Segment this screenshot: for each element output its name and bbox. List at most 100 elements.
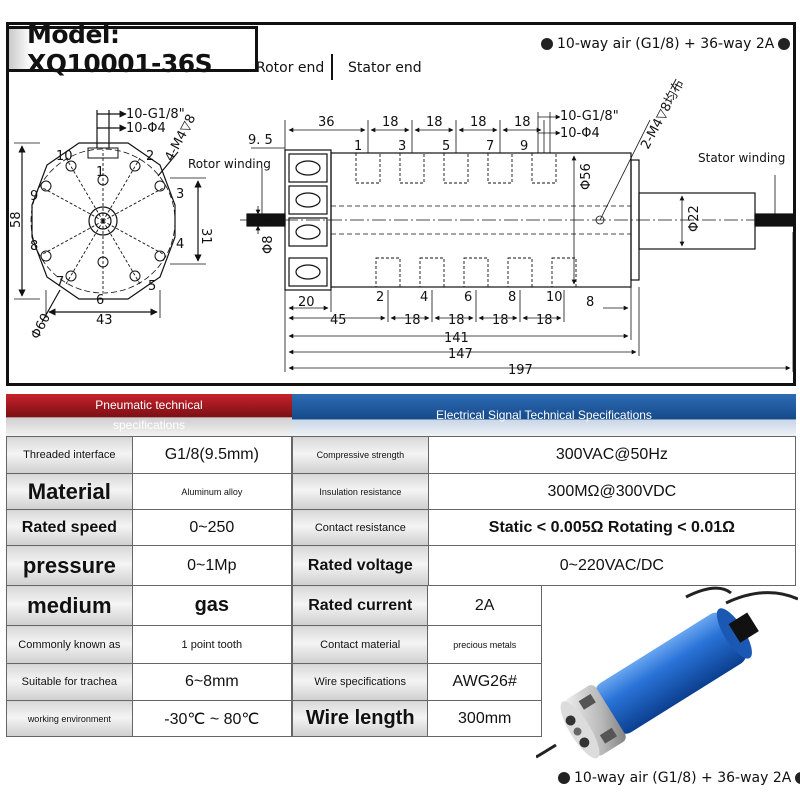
spec-label: working environment: [6, 700, 133, 737]
table-row: Rated voltage 0~220VAC/DC: [292, 545, 797, 586]
table-row: Commonly known as 1 point tooth: [6, 625, 293, 664]
table-row: pressure 0~1Mp: [6, 545, 293, 586]
dim-36: 36: [318, 115, 335, 130]
port-label-1: 1: [96, 165, 104, 180]
spec-label: Wire specifications: [291, 663, 429, 701]
top-pitch-2: 18: [426, 115, 443, 130]
technical-drawing-frame: [6, 22, 796, 386]
spec-value: 1 point tooth: [131, 625, 293, 664]
pneumatic-spec-table: Threaded interface G1/8(9.5mm) Material …: [6, 436, 293, 737]
end-view-bore-label: 10-Φ4: [126, 121, 166, 136]
bottom-pitch-1: 18: [404, 313, 421, 328]
slip-ring-illustration: [535, 586, 799, 759]
port-label-2: 2: [146, 149, 154, 164]
port-label-5: 5: [148, 279, 156, 294]
bullet-icon: [778, 38, 791, 50]
top-port-7: 7: [486, 139, 494, 154]
dim-45: 45: [330, 313, 347, 328]
dim-phi22: Φ22: [687, 205, 702, 232]
model-title: Model: XQ10001-36S: [27, 20, 213, 78]
side-bore-label: 10-Φ4: [560, 126, 600, 141]
table-row: medium gas: [6, 585, 293, 626]
top-port-3: 3: [398, 139, 406, 154]
spec-label: Contact material: [291, 625, 429, 664]
side-thread-label: 10-G1/8": [560, 109, 619, 124]
port-label-7: 7: [56, 275, 64, 290]
dim-43: 43: [96, 313, 113, 328]
config-tag-bottom: 10-way air (G1/8) + 36-way 2A: [558, 770, 800, 786]
dim-20: 20: [298, 295, 315, 310]
table-row: Compressive strength 300VAC@50Hz: [292, 436, 797, 474]
end-view-thread-label: 10-G1/8": [126, 107, 185, 122]
spec-value: 0~220VAC/DC: [427, 545, 797, 586]
dim-58: 58: [9, 211, 24, 228]
stator-end-label: Stator end: [348, 60, 422, 76]
electrical-header: Electrical Signal Technical Specificatio…: [292, 394, 796, 436]
end-view-text: 10-G1/8" 10-Φ4 4-M4▽8 10 2 9 8 3 4 5 6 7…: [9, 107, 213, 342]
spec-value: gas: [131, 585, 293, 626]
bullet-icon: [541, 38, 553, 50]
spec-value: 300MΩ@300VDC: [427, 473, 797, 510]
product-photo: [535, 585, 799, 765]
dim-197: 197: [508, 363, 533, 378]
port-label-3: 3: [176, 187, 184, 202]
spec-value: Aluminum alloy: [131, 473, 293, 510]
top-pitch-1: 18: [382, 115, 399, 130]
side-view: [240, 112, 794, 372]
table-row: Insulation resistance 300MΩ@300VDC: [292, 473, 797, 510]
electrical-header-title: Electrical Signal Technical Specificatio…: [436, 408, 652, 422]
table-row: Material Aluminum alloy: [6, 473, 293, 510]
spec-area: Pneumatic technical specifications Elect…: [6, 394, 797, 744]
end-divider: [331, 54, 333, 80]
table-row: Wire specifications AWG26#: [291, 663, 542, 701]
port-label-10: 10: [56, 149, 73, 164]
config-tag-top: 10-way air (G1/8) + 36-way 2A: [541, 36, 791, 52]
top-port-5: 5: [442, 139, 450, 154]
spec-value: -30℃ ~ 80℃: [131, 700, 293, 737]
top-port-9: 9: [520, 139, 528, 154]
bottom-port-4: 4: [420, 290, 428, 305]
spec-label: Commonly known as: [6, 625, 133, 664]
spec-value: 300mm: [427, 700, 542, 737]
bottom-pitch-4: 18: [536, 313, 553, 328]
spec-value: 2A: [427, 585, 542, 626]
dim-147: 147: [448, 347, 473, 362]
config-tag-text: 10-way air (G1/8) + 36-way 2A: [557, 36, 775, 52]
top-pitch-4: 18: [514, 115, 531, 130]
electrical-spec-table-lower: Rated current 2A Contact material precio…: [291, 585, 542, 737]
spec-value: precious metals: [427, 625, 542, 664]
spec-value: 300VAC@50Hz: [427, 436, 797, 474]
table-row: Suitable for trachea 6~8mm: [6, 663, 293, 701]
spec-value: 0~1Mp: [131, 545, 293, 586]
pneumatic-header-title: Pneumatic technical specifications: [95, 398, 203, 432]
table-row: Threaded interface G1/8(9.5mm): [6, 436, 293, 474]
bottom-port-8: 8: [508, 290, 516, 305]
table-row: working environment -30℃ ~ 80℃: [6, 700, 293, 737]
rotor-winding-label: Rotor winding: [188, 157, 271, 171]
dim-9-5: 9. 5: [248, 133, 273, 148]
dim-phi60: Φ60: [28, 311, 54, 342]
bullet-icon: [795, 772, 800, 784]
model-title-box: Model: XQ10001-36S: [6, 20, 258, 78]
dim-141: 141: [444, 331, 469, 346]
glare-decoration: [9, 29, 31, 69]
spec-value: Static < 0.005Ω Rotating < 0.01Ω: [427, 509, 797, 546]
spec-label: Rated speed: [6, 509, 133, 546]
table-row: Rated current 2A: [291, 585, 542, 626]
top-port-1: 1: [354, 139, 362, 154]
slip-ring-schematic: 10-G1/8" 10-Φ4 4-M4▽8 10 2 9 8 3 4 5 6 7…: [9, 77, 794, 378]
dim-phi8: Φ8: [261, 235, 276, 254]
end-view: [14, 110, 206, 323]
spec-label: Compressive strength: [292, 436, 429, 474]
spec-value: 0~250: [131, 509, 293, 546]
spec-value: 6~8mm: [131, 663, 293, 701]
side-hole-label: 2-M4▽8均布: [638, 77, 687, 152]
spec-value: G1/8(9.5mm): [131, 436, 293, 474]
port-label-4: 4: [176, 237, 184, 252]
spec-label: Suitable for trachea: [6, 663, 133, 701]
spec-value: AWG26#: [427, 663, 542, 701]
side-view-text: 9. 5 36 18 18 18 18 1 3 5 7 9 10-G1/8" 1…: [188, 77, 785, 378]
table-row: Rated speed 0~250: [6, 509, 293, 546]
port-label-6: 6: [96, 293, 104, 308]
port-label-8: 8: [30, 239, 38, 254]
